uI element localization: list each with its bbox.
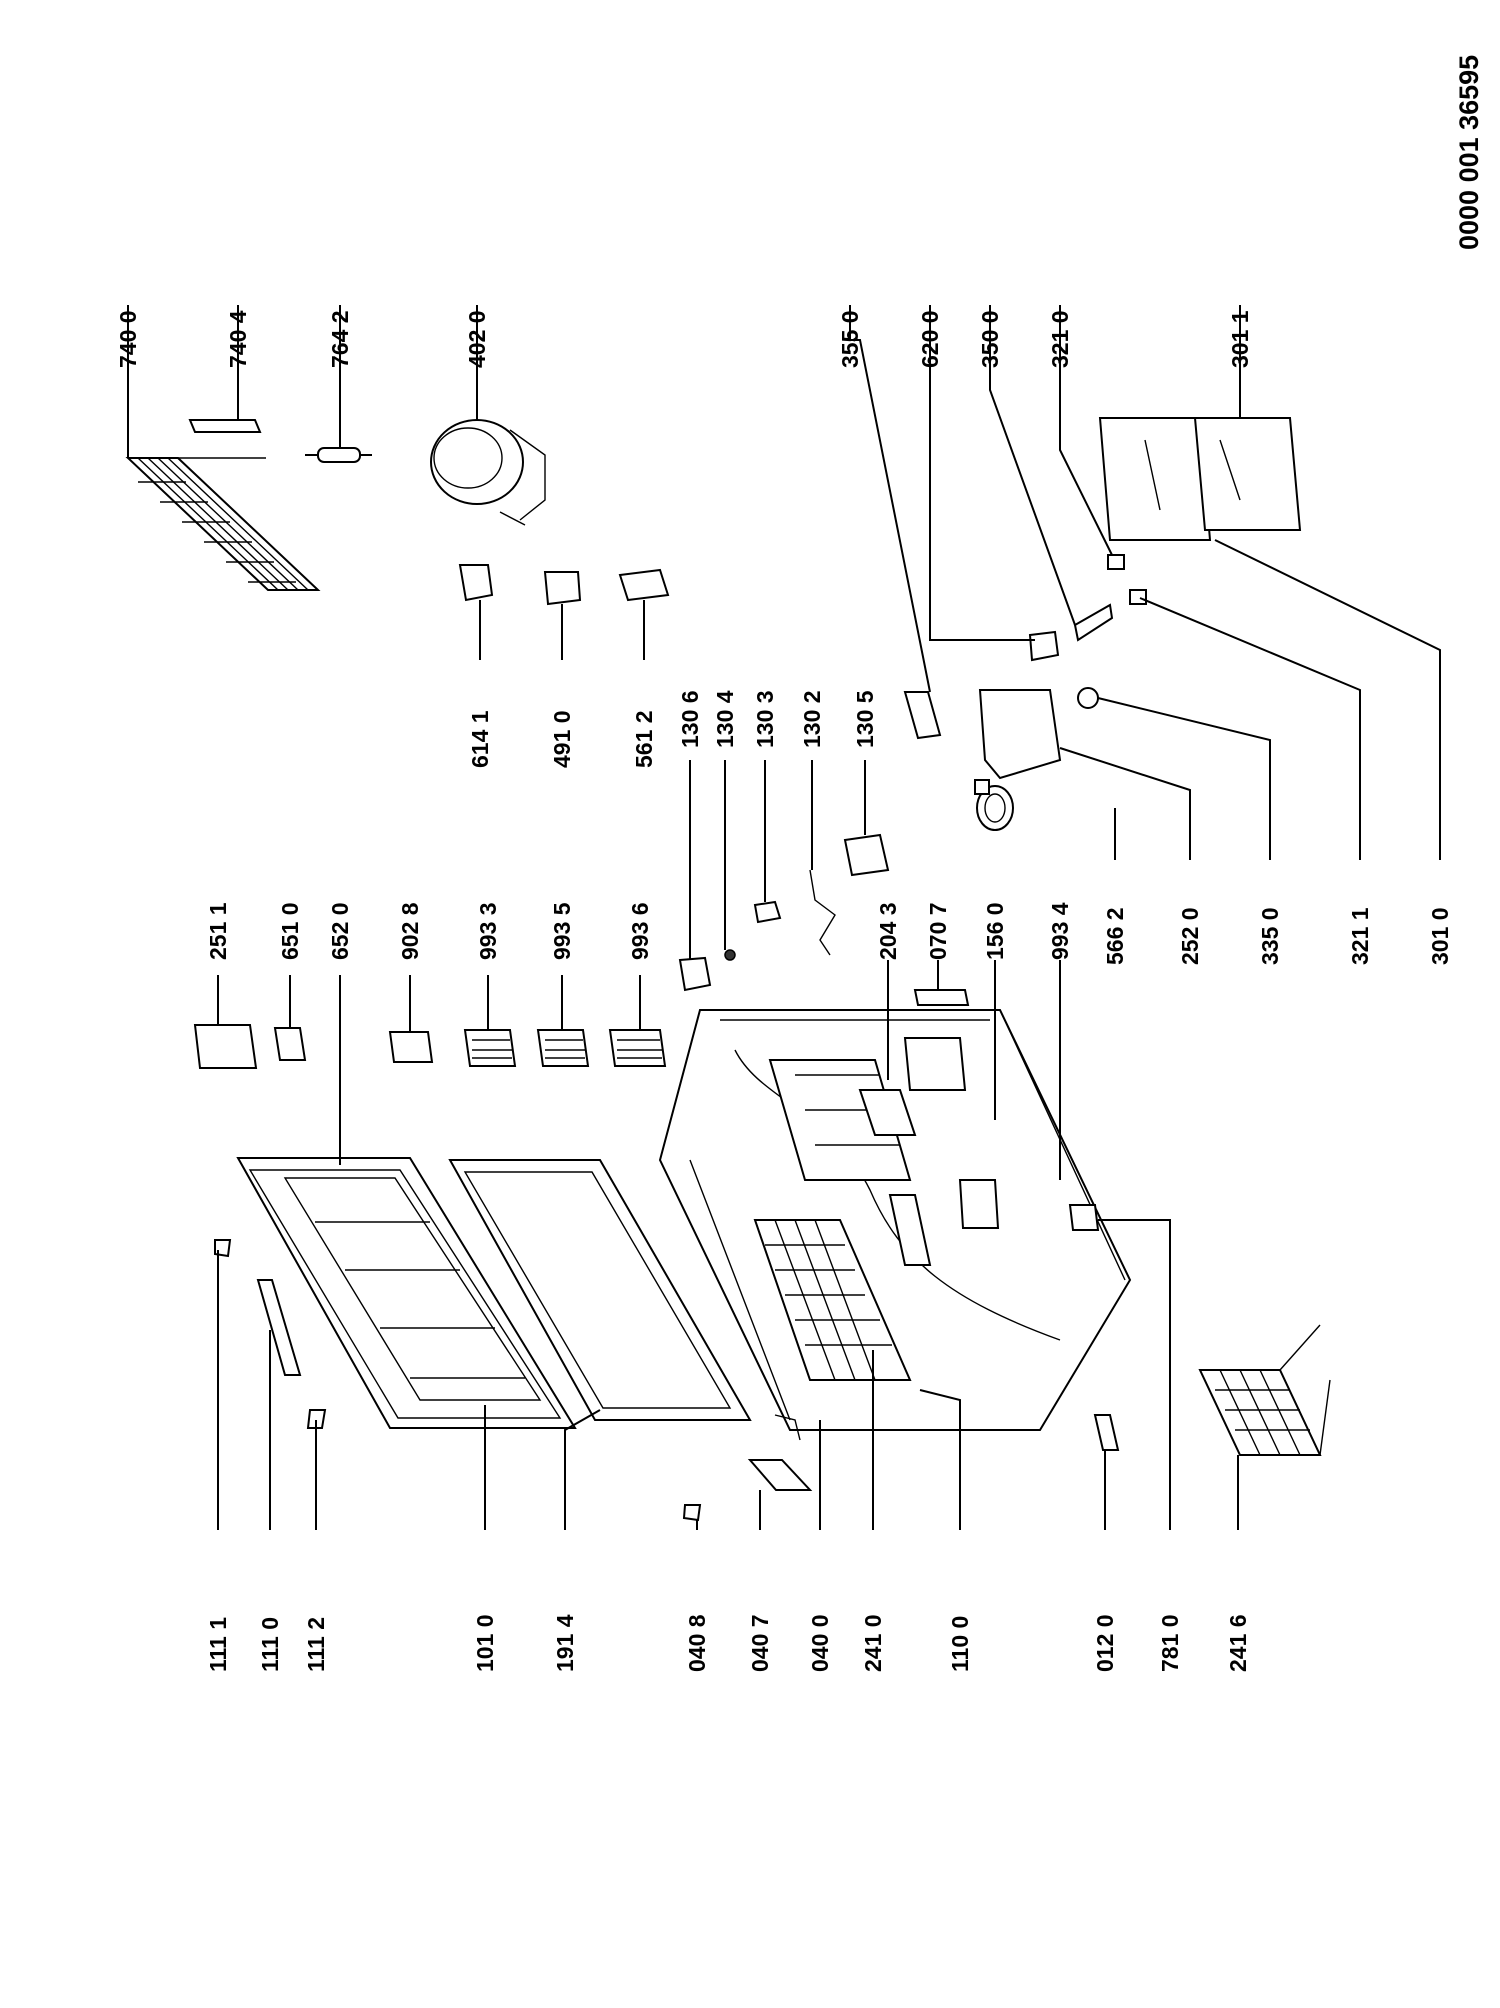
lock-pin bbox=[724, 949, 736, 961]
label-402-0: 402 0 bbox=[464, 310, 490, 368]
lamp-holder bbox=[1028, 630, 1060, 662]
lamp bbox=[273, 1027, 307, 1061]
label-111-0: 111 0 bbox=[257, 1617, 283, 1672]
label-355-0: 355 0 bbox=[837, 310, 863, 368]
foot-bracket bbox=[747, 1459, 813, 1491]
label-620-0: 620 0 bbox=[917, 310, 943, 368]
label-491-0: 491 0 bbox=[549, 710, 575, 768]
label-350-0: 350 0 bbox=[977, 310, 1003, 368]
knob bbox=[1077, 687, 1099, 709]
label-561-2: 561 2 bbox=[631, 710, 657, 768]
label-740-4: 740 4 bbox=[225, 310, 251, 368]
thermostat bbox=[1073, 603, 1114, 642]
label-321-0: 321 0 bbox=[1047, 310, 1073, 368]
spring bbox=[976, 785, 1014, 831]
part-labels: 111 1 111 0 111 2 101 0 191 4 040 8 040 … bbox=[115, 310, 1453, 1672]
vent-cover bbox=[903, 1037, 967, 1091]
basket bbox=[753, 1219, 912, 1381]
hinge-bracket bbox=[843, 833, 890, 877]
handle bbox=[193, 1024, 258, 1069]
connector-block bbox=[618, 568, 670, 602]
control-panel-front bbox=[1098, 417, 1212, 541]
label-111-1: 111 1 bbox=[205, 1617, 231, 1672]
label-130-2: 130 2 bbox=[799, 690, 825, 748]
label-130-6: 130 6 bbox=[677, 690, 703, 748]
foot-clip bbox=[682, 1504, 702, 1522]
switch-cover bbox=[1107, 554, 1125, 570]
label-130-3: 130 3 bbox=[752, 690, 778, 748]
lamp-cover bbox=[1129, 589, 1147, 605]
label-301-1: 301 1 bbox=[1227, 310, 1253, 368]
door-gasket bbox=[448, 1159, 752, 1421]
label-993-4: 993 4 bbox=[1047, 902, 1073, 960]
label-993-6: 993 6 bbox=[627, 902, 653, 960]
door-lid bbox=[236, 1157, 577, 1429]
evaporator-grille bbox=[858, 1089, 917, 1136]
bottom-grille bbox=[958, 1179, 1000, 1229]
drain-plug bbox=[1068, 1204, 1100, 1231]
label-156-0: 156 0 bbox=[982, 902, 1008, 960]
label-740-0: 740 0 bbox=[115, 310, 141, 368]
label-335-0: 335 0 bbox=[1257, 907, 1283, 965]
label-651-0: 651 0 bbox=[277, 902, 303, 960]
label-110-0: 110 0 bbox=[947, 1616, 973, 1672]
label-070-7: 070 7 bbox=[925, 902, 951, 960]
basket-handle bbox=[888, 1194, 932, 1266]
coil-bracket bbox=[188, 419, 262, 433]
label-993-5: 993 5 bbox=[549, 902, 575, 960]
label-652-0: 652 0 bbox=[327, 902, 353, 960]
label-040-7: 040 7 bbox=[747, 1614, 773, 1672]
document-number: 0000 001 36595 bbox=[1454, 55, 1484, 250]
label-012-0: 012 0 bbox=[1092, 1614, 1118, 1672]
label-301-0: 301 0 bbox=[1427, 907, 1453, 965]
label-241-6: 241 6 bbox=[1225, 1614, 1251, 1672]
label-040-8: 040 8 bbox=[684, 1614, 710, 1672]
wire-basket bbox=[1198, 1324, 1331, 1456]
label-241-0: 241 0 bbox=[860, 1614, 886, 1672]
label-130-4: 130 4 bbox=[712, 690, 738, 748]
label-321-1: 321 1 bbox=[1347, 907, 1373, 965]
lock-clip bbox=[753, 900, 782, 924]
label-902-8: 902 8 bbox=[397, 902, 423, 960]
vent-grille-1 bbox=[463, 1029, 517, 1067]
label-566-2: 566 2 bbox=[1102, 907, 1128, 965]
door-catch bbox=[1093, 1414, 1120, 1451]
condenser-coil bbox=[125, 457, 321, 591]
control-panel-rear bbox=[1193, 417, 1302, 531]
thermostat-knob bbox=[903, 691, 942, 740]
vent-grille-3 bbox=[608, 1029, 667, 1067]
foot bbox=[774, 1414, 801, 1441]
label-993-3: 993 3 bbox=[475, 902, 501, 960]
label-111-2: 111 2 bbox=[303, 1617, 329, 1672]
label-614-1: 614 1 bbox=[467, 710, 493, 768]
label-764-2: 764 2 bbox=[327, 310, 353, 368]
lock-cable bbox=[809, 869, 836, 956]
label-040-0: 040 0 bbox=[807, 1614, 833, 1672]
label-plate bbox=[388, 1031, 434, 1063]
label-101-0: 101 0 bbox=[472, 1614, 498, 1672]
vent-grille-2 bbox=[536, 1029, 590, 1067]
filter-drier bbox=[305, 447, 372, 463]
lid-hinge-right bbox=[306, 1409, 327, 1429]
drain-grille bbox=[913, 989, 970, 1006]
compressor bbox=[430, 419, 546, 526]
label-130-5: 130 5 bbox=[852, 690, 878, 748]
lock-housing bbox=[678, 956, 712, 992]
lid-hinge-bar bbox=[256, 1279, 302, 1376]
label-781-0: 781 0 bbox=[1157, 1614, 1183, 1672]
control-housing bbox=[978, 689, 1062, 780]
label-252-0: 252 0 bbox=[1177, 907, 1203, 965]
terminal-box bbox=[543, 571, 582, 606]
label-251-1: 251 1 bbox=[205, 902, 231, 960]
label-191-4: 191 4 bbox=[552, 1614, 578, 1672]
leader-lines bbox=[127, 305, 1441, 1530]
label-204-3: 204 3 bbox=[875, 902, 901, 960]
relay bbox=[458, 564, 494, 602]
